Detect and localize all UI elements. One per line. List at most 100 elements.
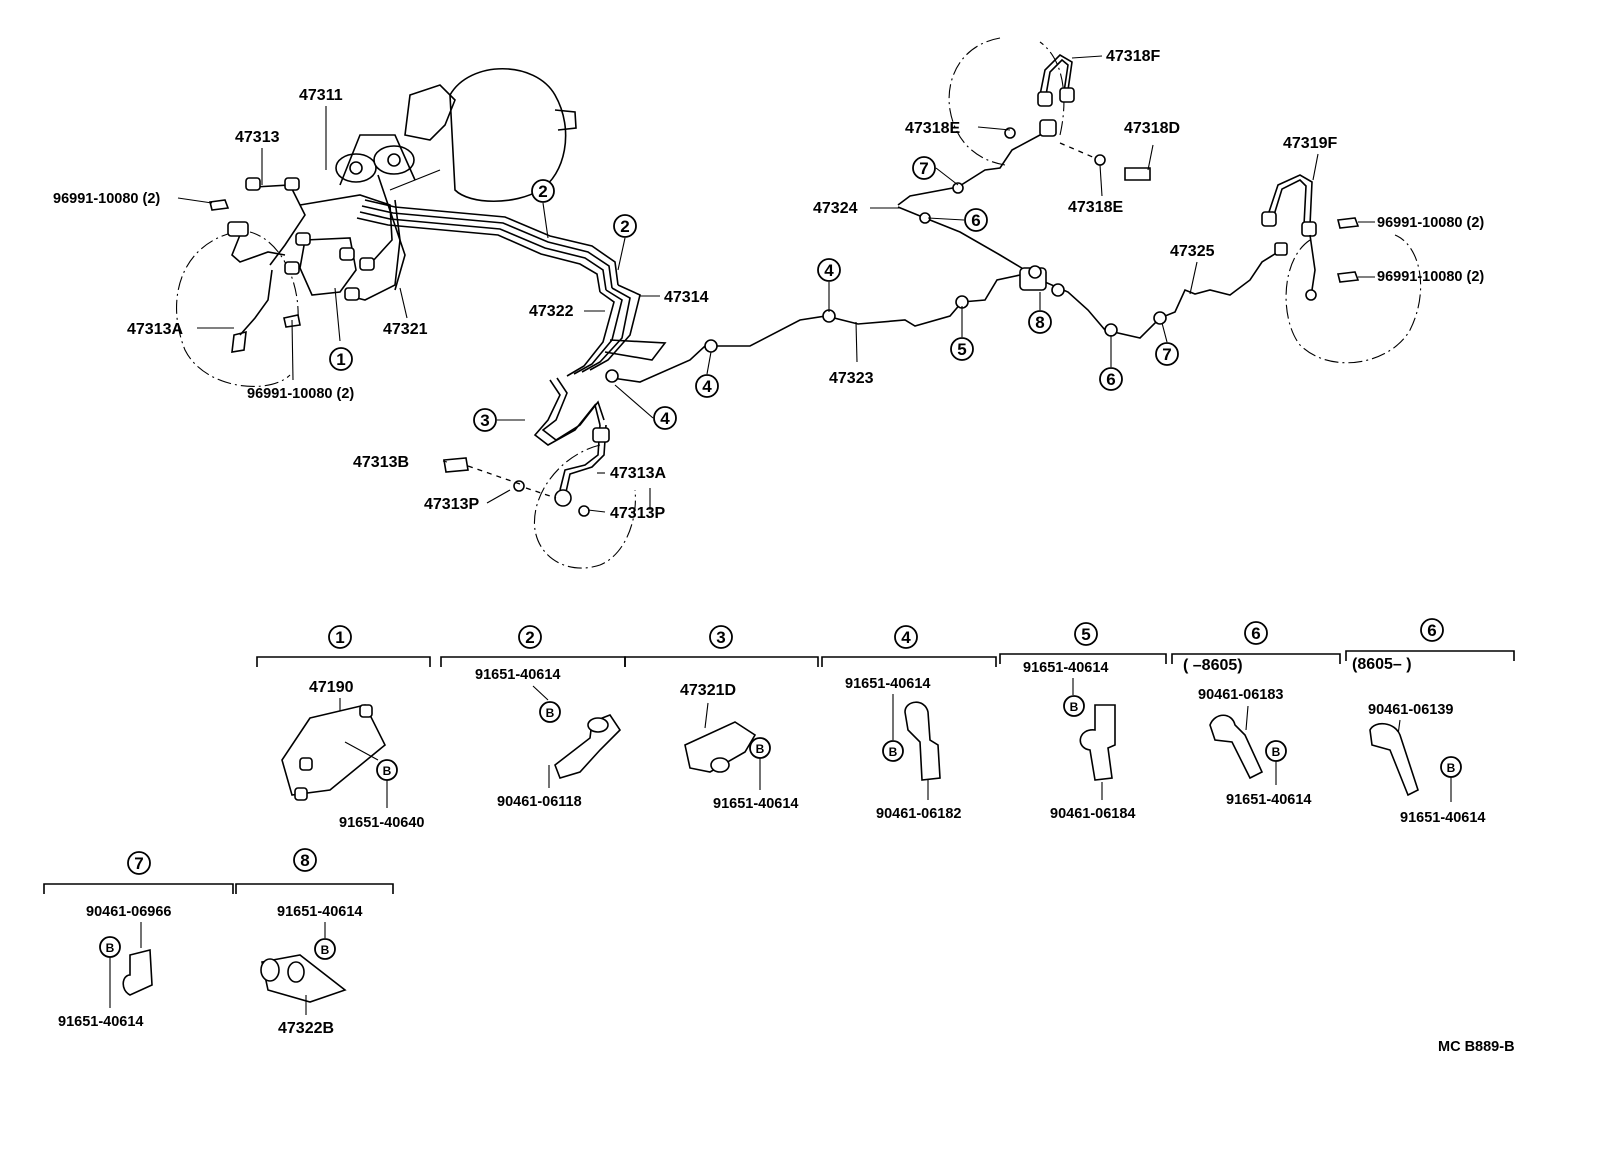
svg-text:90461-06966: 90461-06966 bbox=[86, 904, 171, 920]
callout-7-b: 7 bbox=[1155, 342, 1179, 366]
front-right-lines bbox=[443, 377, 636, 569]
callout-4-c: 4 bbox=[817, 258, 841, 282]
svg-text:2: 2 bbox=[538, 182, 547, 201]
callout-2-a: 2 bbox=[531, 179, 555, 203]
svg-text:7: 7 bbox=[134, 854, 143, 873]
svg-text:91651-40640: 91651-40640 bbox=[339, 815, 424, 831]
svg-text:91651-40614: 91651-40614 bbox=[277, 904, 362, 920]
label-47321: 47321 bbox=[383, 321, 428, 338]
svg-text:1: 1 bbox=[335, 628, 344, 647]
label-47318E-right: 47318E bbox=[1068, 199, 1123, 216]
svg-text:2: 2 bbox=[620, 217, 629, 236]
front-pipe-bundle bbox=[356, 199, 667, 377]
svg-text:B: B bbox=[321, 943, 330, 957]
label-96991-top-left: 96991-10080 (2) bbox=[53, 191, 160, 207]
label-47322: 47322 bbox=[529, 303, 574, 320]
svg-text:5: 5 bbox=[1081, 625, 1090, 644]
svg-text:4: 4 bbox=[824, 261, 834, 280]
callout-7-a: 7 bbox=[912, 156, 936, 180]
callout-5: 5 bbox=[950, 337, 974, 361]
svg-text:B: B bbox=[383, 764, 392, 778]
rear-left-hose bbox=[948, 37, 1151, 181]
leader-lines bbox=[177, 55, 1375, 513]
svg-text:(8605– ): (8605– ) bbox=[1352, 656, 1412, 673]
svg-text:B: B bbox=[106, 941, 115, 955]
svg-text:B: B bbox=[1447, 761, 1456, 775]
label-47325: 47325 bbox=[1170, 243, 1215, 260]
callout-6-b: 6 bbox=[1099, 367, 1123, 391]
label-96991-bottom-left: 96991-10080 (2) bbox=[247, 386, 354, 402]
detail-2: 2 91651-40614 B 90461-06118 bbox=[440, 625, 626, 810]
svg-text:8: 8 bbox=[1035, 313, 1044, 332]
label-47319F: 47319F bbox=[1283, 135, 1337, 152]
svg-text:91651-40614: 91651-40614 bbox=[1023, 660, 1108, 676]
svg-text:1: 1 bbox=[336, 350, 345, 369]
rear-right-hose bbox=[209, 174, 1422, 364]
callout-1: 1 bbox=[329, 347, 353, 371]
label-47313P-left: 47313P bbox=[424, 496, 479, 513]
svg-text:91651-40614: 91651-40614 bbox=[475, 667, 560, 683]
svg-text:( –8605): ( –8605) bbox=[1183, 657, 1243, 674]
junction-block bbox=[1019, 265, 1065, 297]
svg-text:4: 4 bbox=[660, 409, 670, 428]
label-47318E-left: 47318E bbox=[905, 120, 960, 137]
label-47313A-left: 47313A bbox=[127, 321, 183, 338]
svg-text:B: B bbox=[889, 745, 898, 759]
callouts: 1 2 2 3 4 4 4 5 6 6 7 7 8 bbox=[329, 156, 1179, 432]
pipe-47323 bbox=[611, 274, 1021, 383]
svg-text:91651-40614: 91651-40614 bbox=[845, 676, 930, 692]
svg-text:90461-06118: 90461-06118 bbox=[497, 794, 582, 810]
detail-4: 4 91651-40614 B 90461-06182 bbox=[821, 625, 997, 822]
callout-8: 8 bbox=[1028, 310, 1052, 334]
label-47324: 47324 bbox=[813, 200, 858, 217]
svg-text:47322B: 47322B bbox=[278, 1020, 334, 1037]
front-left-rotor-outline bbox=[176, 231, 299, 387]
svg-text:90461-06184: 90461-06184 bbox=[1050, 806, 1135, 822]
label-96991-top-right: 96991-10080 (2) bbox=[1377, 215, 1484, 231]
label-96991-mid-right: 96991-10080 (2) bbox=[1377, 269, 1484, 285]
svg-text:2: 2 bbox=[525, 628, 534, 647]
label-47313B: 47313B bbox=[353, 454, 409, 471]
pipe-47325 bbox=[1019, 251, 1279, 339]
svg-text:3: 3 bbox=[480, 411, 489, 430]
callout-6-a: 6 bbox=[964, 208, 988, 232]
svg-text:91651-40614: 91651-40614 bbox=[58, 1014, 143, 1030]
label-47311: 47311 bbox=[299, 87, 343, 104]
svg-text:B: B bbox=[1070, 700, 1079, 714]
detail-5: 5 91651-40614 B 90461-06184 bbox=[999, 622, 1167, 822]
svg-text:90461-06183: 90461-06183 bbox=[1198, 687, 1283, 703]
svg-text:3: 3 bbox=[716, 628, 725, 647]
svg-text:8: 8 bbox=[300, 851, 309, 870]
svg-text:7: 7 bbox=[919, 159, 928, 178]
callout-4-a: 4 bbox=[653, 406, 677, 430]
svg-text:6: 6 bbox=[971, 211, 980, 230]
svg-text:5: 5 bbox=[957, 340, 966, 359]
figure-code: MC B889-B bbox=[1438, 1039, 1515, 1055]
svg-text:6: 6 bbox=[1251, 624, 1260, 643]
label-47313: 47313 bbox=[235, 129, 280, 146]
svg-text:90461-06182: 90461-06182 bbox=[876, 806, 961, 822]
clamp-nodes bbox=[605, 182, 1167, 383]
svg-text:47321D: 47321D bbox=[680, 682, 736, 699]
svg-text:90461-06139: 90461-06139 bbox=[1368, 702, 1453, 718]
label-47323: 47323 bbox=[829, 370, 874, 387]
svg-text:B: B bbox=[546, 706, 555, 720]
brake-booster-drawing bbox=[335, 68, 577, 203]
svg-text:47190: 47190 bbox=[309, 679, 354, 696]
callout-3: 3 bbox=[473, 408, 497, 432]
left-front-lines bbox=[227, 174, 406, 353]
svg-text:91651-40614: 91651-40614 bbox=[713, 796, 798, 812]
callout-2-b: 2 bbox=[613, 214, 637, 238]
detail-8: 8 91651-40614 B 47322B bbox=[235, 848, 394, 1037]
svg-text:B: B bbox=[756, 742, 765, 756]
svg-text:7: 7 bbox=[1162, 345, 1171, 364]
svg-text:6: 6 bbox=[1427, 621, 1436, 640]
svg-text:91651-40614: 91651-40614 bbox=[1226, 792, 1311, 808]
svg-text:4: 4 bbox=[702, 377, 712, 396]
label-47313P-center: 47313P bbox=[610, 505, 665, 522]
callout-4-b: 4 bbox=[695, 374, 719, 398]
svg-text:4: 4 bbox=[901, 628, 911, 647]
detail-3: 3 47321D B 91651-40614 bbox=[624, 625, 819, 812]
svg-text:6: 6 bbox=[1106, 370, 1115, 389]
